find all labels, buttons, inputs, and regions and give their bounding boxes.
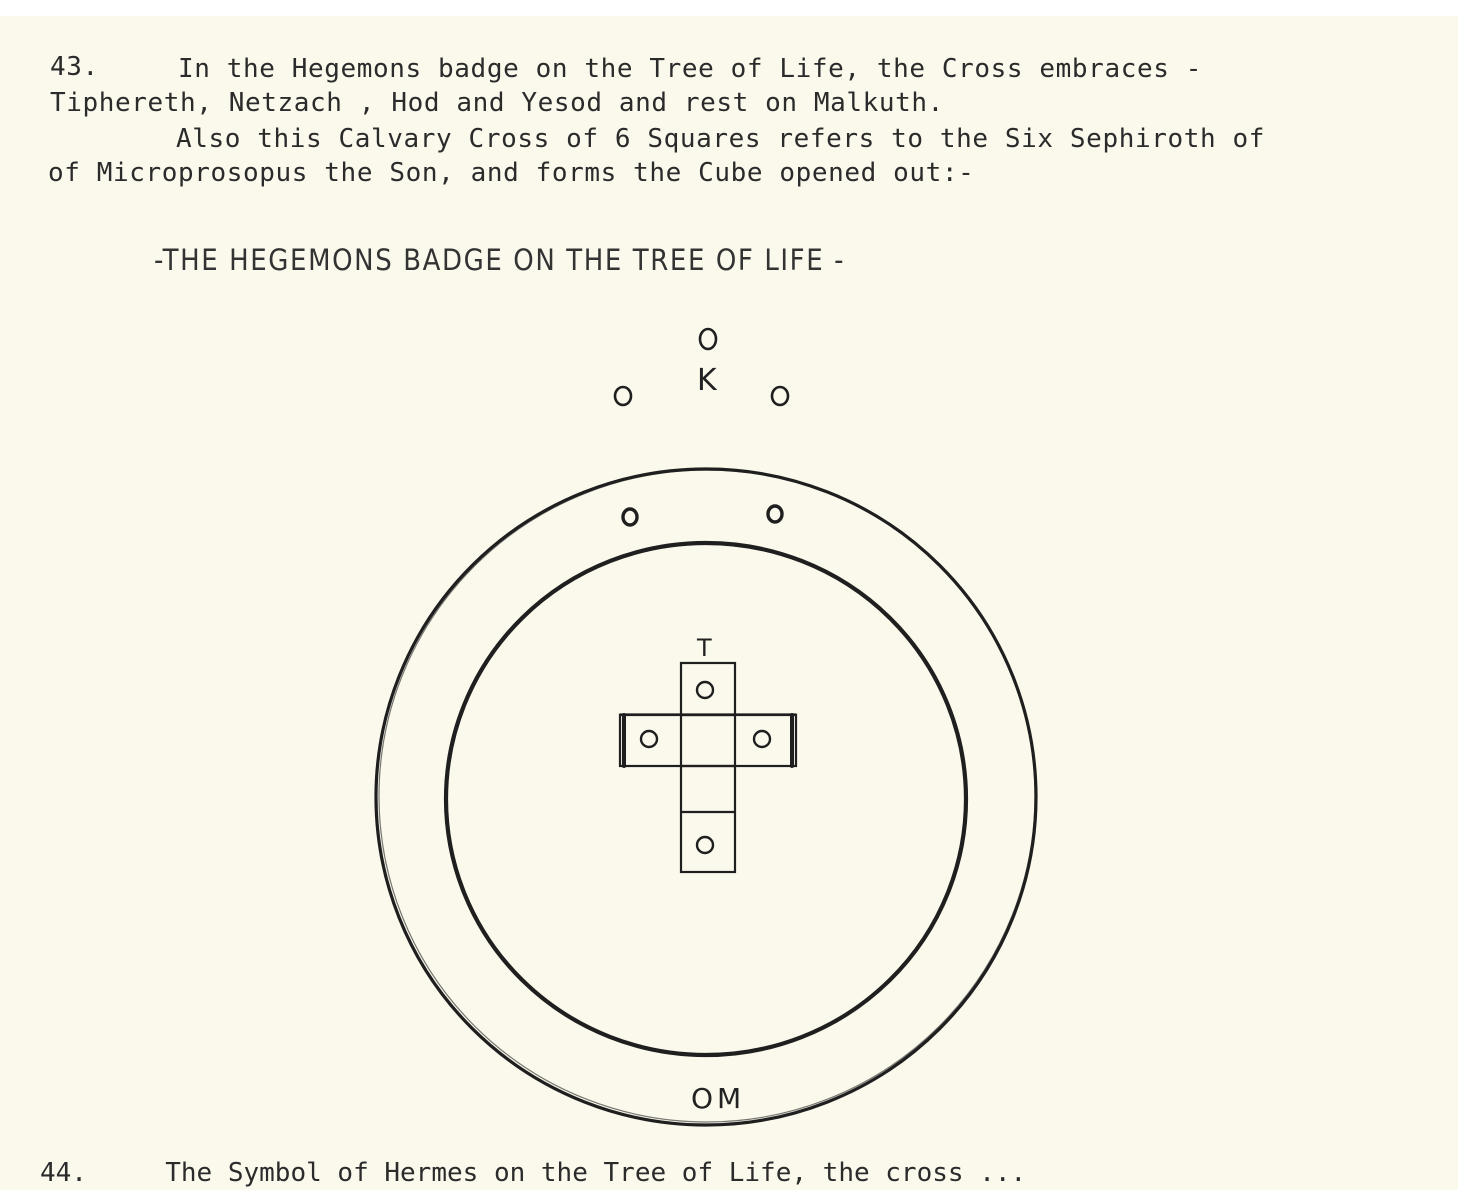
badge-outer-circle-trace bbox=[378, 469, 1036, 1123]
label-t: T bbox=[696, 634, 712, 662]
page-top-margin bbox=[0, 0, 1458, 16]
diagram-title: -THE HEGEMONS BADGE ON THE TREE OF LIFE … bbox=[154, 244, 846, 278]
paragraph-number: 43. bbox=[50, 52, 99, 82]
paragraph-line: Also this Calvary Cross of 6 Squares ref… bbox=[176, 124, 1265, 154]
sephirah-circle bbox=[770, 385, 790, 407]
paragraph-line: of Microprosopus the Son, and forms the … bbox=[48, 158, 975, 188]
sephirah-circle bbox=[752, 729, 772, 749]
label-om: OM bbox=[691, 1082, 745, 1115]
sephirah-circle bbox=[621, 507, 639, 527]
next-paragraph-cut: 44. The Symbol of Hermes on the Tree of … bbox=[40, 1158, 1027, 1188]
calvary-cross bbox=[618, 661, 798, 874]
sephirah-circle bbox=[695, 835, 715, 855]
sephirah-circle bbox=[695, 680, 715, 700]
paragraph-line: In the Hegemons badge on the Tree of Lif… bbox=[178, 54, 1202, 84]
sephirah-circle bbox=[639, 729, 659, 749]
label-k: K bbox=[697, 363, 718, 398]
sephirah-circle bbox=[698, 327, 718, 351]
badge-inner-circle bbox=[443, 540, 969, 1058]
sephirah-circle bbox=[766, 504, 784, 524]
badge-outer-circle bbox=[374, 467, 1038, 1127]
paragraph-line: Tiphereth, Netzach , Hod and Yesod and r… bbox=[50, 88, 944, 118]
sephirah-circle bbox=[613, 385, 633, 407]
